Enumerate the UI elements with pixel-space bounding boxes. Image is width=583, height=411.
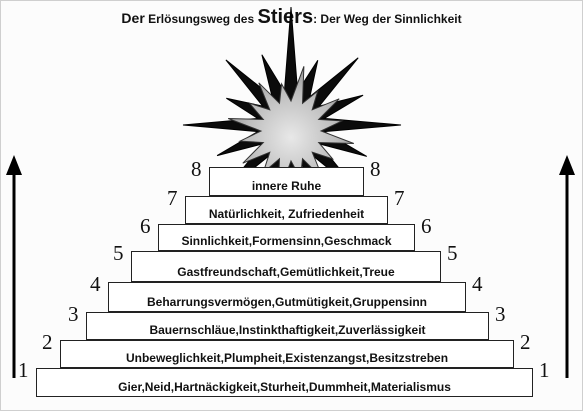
step-4-number-right: 4 [472,272,483,296]
step-8-number-left: 8 [191,157,202,181]
step-6-box: Sinnlichkeit,Formensinn,Geschmack [158,224,415,251]
step-7-text: Natürlichkeit, Zufriedenheit [208,207,365,221]
step-6-number-left: 6 [140,214,151,238]
step-1-number-right: 1 [539,358,550,382]
step-1-number-left: 1 [18,358,29,382]
step-3-number-left: 3 [68,302,79,326]
step-5-number-right: 5 [447,241,458,265]
step-4-number-left: 4 [90,272,101,296]
step-7-box: Natürlichkeit, Zufriedenheit [185,196,388,224]
step-2-number-right: 2 [520,330,531,354]
step-5-text: Gastfreundschaft,Gemütlichkeit,Treue [177,265,395,279]
step-8-box: innere Ruhe [209,167,364,196]
step-3-text: Bauernschläue,Instinkthaftigkeit,Zuverlä… [149,323,426,337]
step-4-box: Beharrungsvermögen,Gutmütigkeit,Gruppens… [108,282,466,312]
step-1-box: Gier,Neid,Hartnäckigkeit,Sturheit,Dummhe… [36,368,533,397]
step-7-number-right: 7 [394,186,405,210]
step-2-text: Unbeweglichkeit,Plumpheit,Existenzangst,… [125,351,449,365]
step-1-text: Gier,Neid,Hartnäckigkeit,Sturheit,Dummhe… [118,380,451,394]
step-6-text: Sinnlichkeit,Formensinn,Geschmack [181,234,392,248]
step-5-box: Gastfreundschaft,Gemütlichkeit,Treue [131,251,441,282]
title-part-2: Erlösungsweg des [148,12,255,26]
step-2-number-left: 2 [42,330,53,354]
step-5-number-left: 5 [113,241,124,265]
title-part-1: Der [121,10,145,26]
arrow-up-icon-right [559,155,575,378]
step-4-text: Beharrungsvermögen,Gutmütigkeit,Gruppens… [146,295,428,309]
arrow-up-icon-left [6,155,22,378]
step-8-text: innere Ruhe [251,179,322,193]
step-8-number-right: 8 [370,157,381,181]
title-part-3: Stiers [257,6,314,28]
step-3-number-right: 3 [495,302,506,326]
step-3-box: Bauernschläue,Instinkthaftigkeit,Zuverlä… [86,312,489,340]
step-6-number-right: 6 [421,214,432,238]
title-part-4: : Der Weg der Sinnlichkeit [313,12,462,26]
page-title: Der Erlösungsweg des Stiers: Der Weg der… [0,6,583,29]
step-2-box: Unbeweglichkeit,Plumpheit,Existenzangst,… [60,340,514,368]
step-7-number-left: 7 [167,186,178,210]
